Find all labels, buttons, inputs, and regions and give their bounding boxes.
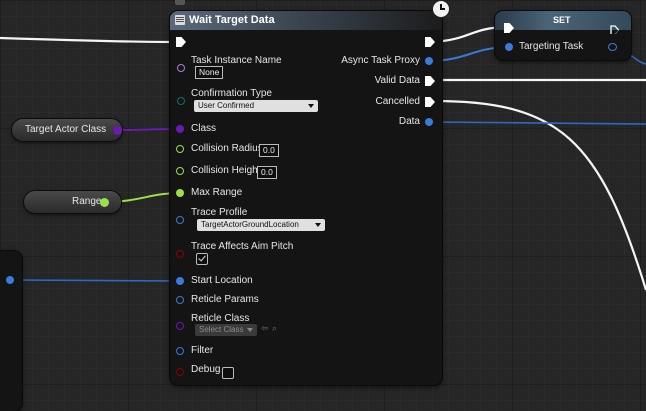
chevron-down-icon xyxy=(315,223,321,227)
start-location-pin[interactable] xyxy=(176,277,184,285)
filter-pin[interactable] xyxy=(176,347,184,355)
targeting-task-pin[interactable] xyxy=(505,43,513,51)
set-output-pin[interactable] xyxy=(608,43,617,51)
max-range-label: Max Range xyxy=(191,187,243,198)
reticle-class-label: Reticle Class xyxy=(191,313,250,324)
debug-checkbox[interactable] xyxy=(222,367,234,379)
trace-profile-value: TargetActorGroundLocation xyxy=(201,220,299,229)
task-instance-name-pin[interactable] xyxy=(177,64,185,72)
reticle-class-pin[interactable] xyxy=(176,322,184,330)
exec-input-pin[interactable] xyxy=(176,37,186,47)
reticle-class-value: Select Class xyxy=(199,325,244,334)
collision-radius-label: Collision Radius xyxy=(191,143,263,154)
exec-wire-cancelled xyxy=(429,99,646,291)
node-title: Wait Target Data xyxy=(189,14,275,26)
trace-profile-pin[interactable] xyxy=(176,216,184,224)
targeting-task-label: Targeting Task xyxy=(519,41,584,52)
valid-data-label: Valid Data xyxy=(374,75,420,86)
debug-pin[interactable] xyxy=(176,368,184,376)
class-pin[interactable] xyxy=(176,125,184,133)
collision-radius-field[interactable]: 0.0 xyxy=(259,144,279,157)
trace-profile-label: Trace Profile xyxy=(191,207,248,218)
exec-wire-in xyxy=(0,36,179,44)
chevron-down-icon xyxy=(247,328,253,332)
collision-height-pin[interactable] xyxy=(176,167,184,175)
trace-affects-aim-pitch-pin[interactable] xyxy=(176,250,184,258)
object-output-pin[interactable] xyxy=(6,276,14,284)
set-exec-input-pin[interactable] xyxy=(504,23,514,33)
async-task-proxy-label: Async Task Proxy xyxy=(341,55,420,66)
range-variable[interactable]: Range xyxy=(24,191,121,213)
cancelled-exec-pin[interactable] xyxy=(425,97,435,107)
range-label: Range xyxy=(72,196,102,207)
confirmation-type-dropdown[interactable]: User Confirmed xyxy=(194,100,318,112)
function-icon xyxy=(175,15,185,25)
range-pin[interactable] xyxy=(100,198,109,207)
collision-height-field[interactable]: 0.0 xyxy=(257,166,277,179)
exec-output-pin-then[interactable] xyxy=(425,37,435,47)
collision-height-label: Collision Height xyxy=(191,165,261,176)
cancelled-label: Cancelled xyxy=(375,96,420,107)
confirmation-type-label: Confirmation Type xyxy=(191,88,272,99)
target-actor-class-label: Target Actor Class xyxy=(25,124,107,135)
async-task-proxy-pin[interactable] xyxy=(425,57,433,65)
confirmation-type-value: User Confirmed xyxy=(198,101,255,110)
data-label: Data xyxy=(398,116,420,127)
max-range-pin[interactable] xyxy=(176,189,184,197)
use-selected-icon[interactable]: ⇦ xyxy=(261,323,269,333)
browse-icon[interactable]: ⌕ xyxy=(272,323,278,333)
task-instance-name-label: Task Instance Name xyxy=(191,55,282,66)
target-actor-class-variable[interactable]: Target Actor Class xyxy=(12,119,122,141)
trace-affects-aim-pitch-label: Trace Affects Aim Pitch xyxy=(191,241,294,252)
chevron-down-icon xyxy=(308,104,314,108)
confirmation-type-pin[interactable] xyxy=(177,97,185,105)
reticle-class-dropdown[interactable]: Select Class xyxy=(195,324,257,336)
set-node[interactable]: SET Targeting Task xyxy=(495,11,631,60)
target-actor-class-pin[interactable] xyxy=(113,126,122,135)
reticle-params-label: Reticle Params xyxy=(191,294,259,305)
object-wire-data xyxy=(428,121,646,125)
task-instance-name-field[interactable]: None xyxy=(195,66,224,79)
clock-icon xyxy=(432,0,450,18)
filter-label: Filter xyxy=(191,345,214,356)
class-label: Class xyxy=(191,123,217,134)
set-node-title: SET xyxy=(553,15,571,25)
wait-target-data-node[interactable]: Wait Target Data Task Instance Name None… xyxy=(170,0,442,385)
node-top-tab xyxy=(175,0,185,5)
data-pin[interactable] xyxy=(425,118,433,126)
node-header[interactable] xyxy=(170,11,442,30)
trace-affects-aim-pitch-checkbox[interactable] xyxy=(196,253,208,265)
collision-radius-pin[interactable] xyxy=(176,145,184,153)
offscreen-node[interactable] xyxy=(0,251,22,411)
valid-data-exec-pin[interactable] xyxy=(425,76,435,86)
debug-label: Debug xyxy=(191,364,221,375)
start-location-label: Start Location xyxy=(191,275,253,286)
object-wire-start xyxy=(11,279,181,282)
trace-profile-dropdown[interactable]: TargetActorGroundLocation xyxy=(197,219,325,231)
reticle-params-pin[interactable] xyxy=(176,296,184,304)
set-node-header[interactable] xyxy=(495,11,631,30)
